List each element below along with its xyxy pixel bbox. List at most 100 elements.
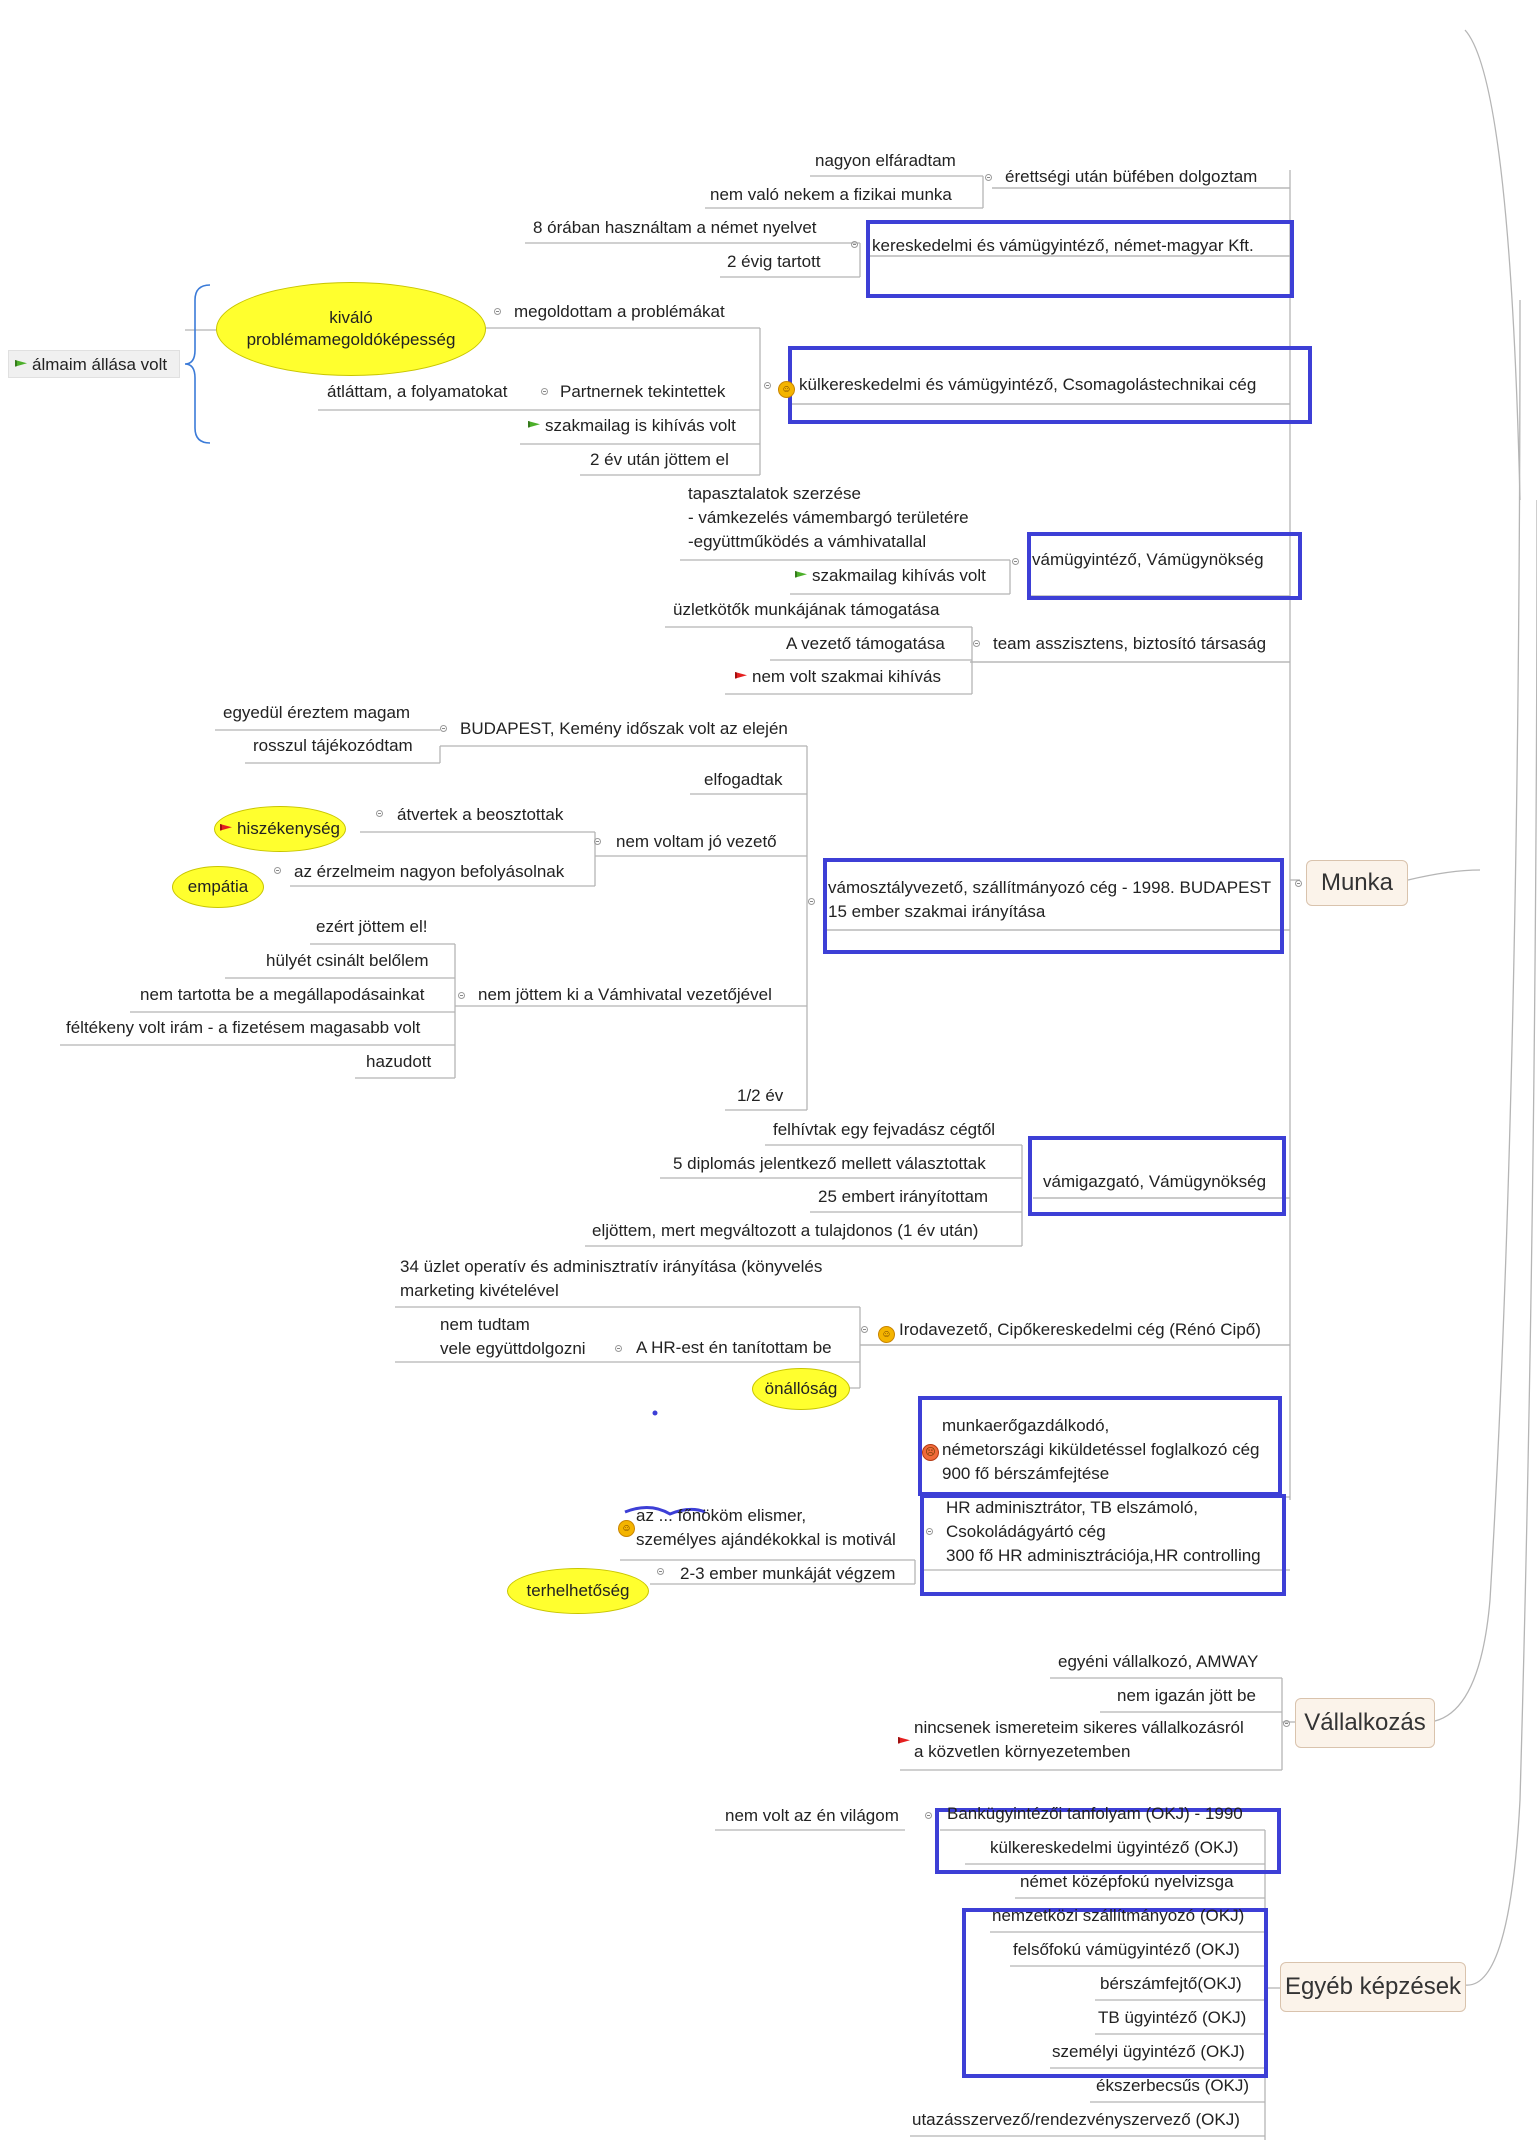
node-vallalkozas-3[interactable]: nincsenek ismereteim sikeres vállalkozás…: [898, 1716, 1244, 1764]
node-egyeb-9[interactable]: ékszerbecsűs (OKJ): [1096, 2076, 1250, 2095]
topic-vallalkozas[interactable]: Vállalkozás: [1295, 1698, 1435, 1748]
node-egyeb-2[interactable]: külkereskedelmi ügyintéző (OKJ): [990, 1838, 1239, 1857]
node-vallalkozas-2[interactable]: nem igazán jött be: [1117, 1686, 1256, 1705]
node-ker[interactable]: kereskedelmi és vámügyintéző, német-magy…: [872, 236, 1254, 255]
node-vamig-4[interactable]: eljöttem, mert megváltozott a tulajdonos…: [592, 1221, 979, 1240]
collapse-toggle[interactable]: [657, 1568, 664, 1575]
node-iroda-2a[interactable]: nem tudtam vele együttdolgozni: [440, 1315, 586, 1358]
node-elfogadtak[interactable]: elfogadtak: [704, 770, 783, 789]
root-node[interactable]: álmaim állása volt: [8, 350, 180, 378]
collapse-toggle[interactable]: [458, 992, 465, 999]
collapse-toggle[interactable]: [274, 867, 281, 874]
node-bufe[interactable]: érettségi után büfében dolgoztam: [1005, 167, 1258, 186]
node-bufe-1[interactable]: nagyon elfáradtam: [815, 151, 956, 170]
collapse-toggle[interactable]: [376, 810, 383, 817]
collapse-toggle[interactable]: [1295, 880, 1302, 887]
node-team-2[interactable]: A vezető támogatása: [786, 634, 945, 653]
node-vam[interactable]: vámügyintéző, Vámügynökség: [1032, 550, 1264, 569]
oval-terhelhetoseg[interactable]: terhelhetőség: [507, 1568, 649, 1614]
node-vallalkozas-1[interactable]: egyéni vállalkozó, AMWAY: [1058, 1652, 1259, 1671]
node-vamig-1[interactable]: felhívtak egy fejvadász cégtől: [773, 1120, 996, 1139]
node-team-1[interactable]: üzletkötők munkájának támogatása: [673, 600, 940, 619]
node-felev[interactable]: 1/2 év: [737, 1086, 784, 1105]
node-munkaero[interactable]: ☹munkaerőgazdálkodó, németországi kiküld…: [922, 1414, 1260, 1486]
node-kulker-1[interactable]: megoldottam a problémákat: [514, 302, 725, 321]
highlight-box: [1027, 532, 1302, 600]
node-nj-1[interactable]: ezért jöttem el!: [316, 917, 428, 936]
collapse-toggle[interactable]: [615, 1345, 622, 1352]
node-vamos[interactable]: vámosztályvezető, szállítmányozó cég - 1…: [828, 878, 1272, 921]
collapse-toggle[interactable]: [594, 838, 601, 845]
node-egyeb-1a[interactable]: nem volt az én világom: [725, 1806, 899, 1825]
node-iroda-1[interactable]: 34 üzlet operatív és adminisztratív irán…: [400, 1257, 823, 1300]
node-bp-2[interactable]: rosszul tájékozódtam: [253, 736, 413, 755]
node-nemvez[interactable]: nem voltam jó vezető: [616, 832, 777, 851]
node-hr-1[interactable]: ☺az ... főnököm elismer, személyes ajánd…: [618, 1504, 896, 1552]
collapse-toggle[interactable]: [1012, 558, 1019, 565]
node-nj-5[interactable]: hazudott: [366, 1052, 432, 1071]
collapse-toggle[interactable]: [764, 382, 771, 389]
node-kulker-2a[interactable]: átláttam, a folyamatokat: [327, 382, 508, 401]
oval-kivalo-problemamegoldo[interactable]: kiváló problémamegoldóképesség: [216, 282, 486, 376]
node-bp[interactable]: BUDAPEST, Kemény időszak volt az elején: [460, 719, 788, 738]
node-kulker[interactable]: ☺külkereskedelmi és vámügyintéző, Csomag…: [778, 373, 1256, 398]
node-nj-3[interactable]: nem tartotta be a megállapodásainkat: [140, 985, 425, 1004]
node-hr-1-label: az ... főnököm elismer, személyes ajándé…: [636, 1506, 896, 1549]
node-bp-1[interactable]: egyedül éreztem magam: [223, 703, 411, 722]
node-bufe-2[interactable]: nem való nekem a fizikai munka: [710, 185, 952, 204]
node-nemvez-2[interactable]: az érzelmeim nagyon befolyásolnak: [294, 862, 565, 881]
node-egyeb-8[interactable]: személyi ügyintéző (OKJ): [1052, 2042, 1245, 2061]
collapse-toggle[interactable]: [973, 640, 980, 647]
smiley-icon: ☺: [618, 1520, 635, 1537]
oval-onallosag[interactable]: önállóság: [752, 1368, 850, 1410]
node-kulker-3[interactable]: szakmailag is kihívás volt: [528, 414, 736, 438]
node-nj-2[interactable]: hülyét csinált belőlem: [266, 951, 429, 970]
highlight-box: [920, 1494, 1286, 1596]
node-vam-2[interactable]: szakmailag kihívás volt: [795, 564, 986, 588]
collapse-toggle[interactable]: [851, 241, 858, 248]
node-egyeb-7[interactable]: TB ügyintéző (OKJ): [1098, 2008, 1247, 2027]
node-nemjottem[interactable]: nem jöttem ki a Vámhivatal vezetőjével: [478, 985, 772, 1004]
oval-kivalo-label: kiváló problémamegoldóképesség: [246, 308, 456, 349]
node-team[interactable]: team asszisztens, biztosító társaság: [993, 634, 1267, 653]
topic-egyeb-kepzesek[interactable]: Egyéb képzések: [1280, 1962, 1466, 2012]
oval-onallosag-label: önállóság: [764, 1379, 838, 1398]
collapse-toggle[interactable]: [494, 308, 501, 315]
node-team-3[interactable]: nem volt szakmai kihívás: [735, 665, 941, 689]
oval-terhelhetoseg-label: terhelhetőség: [526, 1581, 630, 1600]
node-kulker-2[interactable]: Partnernek tekintettek: [560, 382, 726, 401]
node-ker-1[interactable]: 8 órában használtam a német nyelvet: [533, 218, 817, 237]
node-iroda-label: Irodavezető, Cipőkereskedelmi cég (Rénó …: [899, 1320, 1261, 1339]
node-iroda[interactable]: ☺Irodavezető, Cipőkereskedelmi cég (Rénó…: [878, 1318, 1261, 1343]
collapse-toggle[interactable]: [808, 898, 815, 905]
collapse-toggle[interactable]: [440, 725, 447, 732]
node-egyeb-3[interactable]: német középfokú nyelvizsga: [1020, 1872, 1234, 1891]
node-egyeb-10[interactable]: utazásszervező/rendezvényszervező (OKJ): [912, 2110, 1240, 2129]
collapse-toggle[interactable]: [541, 388, 548, 395]
node-vamig-3[interactable]: 25 embert irányítottam: [818, 1187, 989, 1206]
collapse-toggle[interactable]: [985, 174, 992, 181]
topic-munka[interactable]: Munka: [1306, 860, 1408, 906]
node-egyeb-5[interactable]: felsőfokú vámügyintéző (OKJ): [1013, 1940, 1240, 1959]
node-kulker-4[interactable]: 2 év után jöttem el: [590, 450, 729, 469]
oval-empatia[interactable]: empátia: [172, 866, 264, 908]
node-team-3-label: nem volt szakmai kihívás: [752, 667, 941, 686]
collapse-toggle[interactable]: [1283, 1720, 1290, 1727]
node-egyeb-4[interactable]: nemzetközi szállítmányozó (OKJ): [992, 1906, 1245, 1925]
node-vamig-2[interactable]: 5 diplomás jelentkező mellett választott…: [673, 1154, 986, 1173]
collapse-toggle[interactable]: [861, 1326, 868, 1333]
oval-hiszekenyseg[interactable]: hiszékenység: [214, 806, 346, 852]
node-hr-2[interactable]: 2-3 ember munkáját végzem: [680, 1564, 896, 1583]
collapse-toggle[interactable]: [926, 1528, 933, 1535]
node-vamig[interactable]: vámigazgató, Vámügynökség: [1043, 1172, 1267, 1191]
node-nemvez-1[interactable]: átvertek a beosztottak: [397, 805, 564, 824]
node-nj-4[interactable]: féltékeny volt irám - a fizetésem magasa…: [66, 1018, 421, 1037]
oval-hiszekenyseg-label: hiszékenység: [236, 819, 340, 838]
collapse-toggle[interactable]: [925, 1812, 932, 1819]
node-hr[interactable]: HR adminisztrátor, TB elszámoló, Csokolá…: [946, 1498, 1261, 1565]
node-iroda-2[interactable]: A HR-est én tanítottam be: [636, 1338, 832, 1357]
node-vam-1[interactable]: tapasztalatok szerzése - vámkezelés váme…: [688, 484, 969, 551]
node-ker-2[interactable]: 2 évig tartott: [727, 252, 821, 271]
node-egyeb-1[interactable]: Bankügyintézői tanfolyam (OKJ) - 1990: [947, 1804, 1243, 1823]
node-egyeb-6[interactable]: bérszámfejtő(OKJ): [1100, 1974, 1242, 1993]
